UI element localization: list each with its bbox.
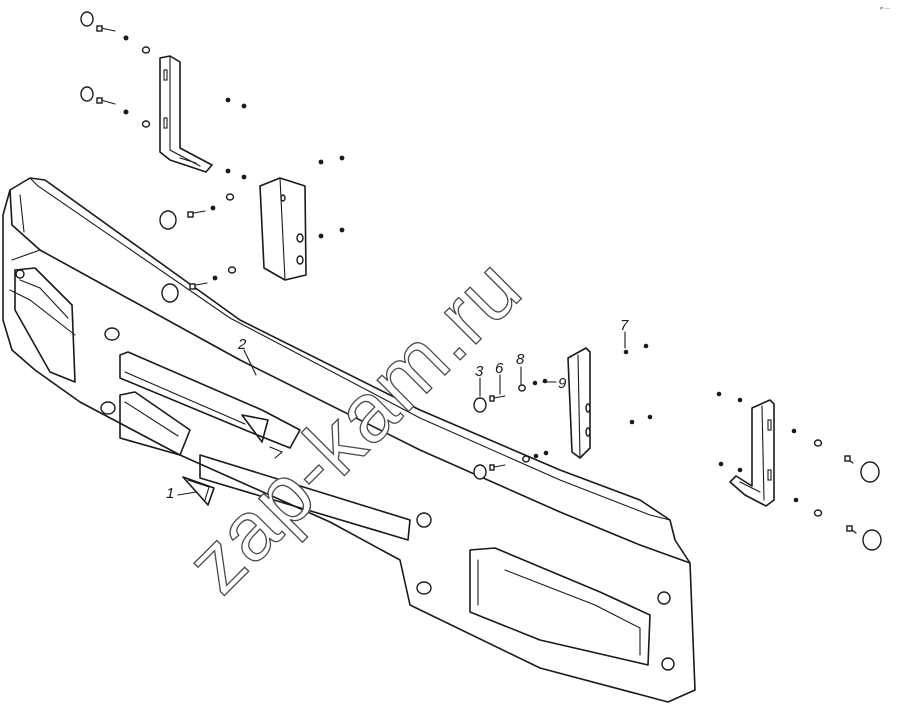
right-upper-fasteners (473, 378, 549, 480)
center-left-fasteners (159, 193, 237, 303)
callout-2: 2 (237, 336, 247, 353)
corner-mark: ᵍᶠ ◦◦◦ (880, 6, 890, 12)
callout-3: 3 (475, 363, 484, 380)
emblem-triangle (182, 476, 215, 506)
callout-1: 1 (166, 485, 174, 502)
front-bumper (2, 177, 696, 703)
right-mounting-bracket (716, 391, 775, 507)
right-center-bracket (567, 343, 653, 459)
callout-9: 9 (558, 375, 567, 392)
callout-8: 8 (516, 351, 525, 368)
watermark-text: zap-kam.ru (168, 240, 539, 611)
right-lower-fasteners (791, 428, 882, 551)
left-mounting-bracket (159, 55, 247, 180)
callout-leaders (177, 331, 626, 496)
upper-left-fasteners (80, 11, 151, 128)
callout-6: 6 (495, 360, 504, 377)
center-mounting-bracket (259, 155, 345, 281)
callout-7: 7 (620, 317, 629, 334)
